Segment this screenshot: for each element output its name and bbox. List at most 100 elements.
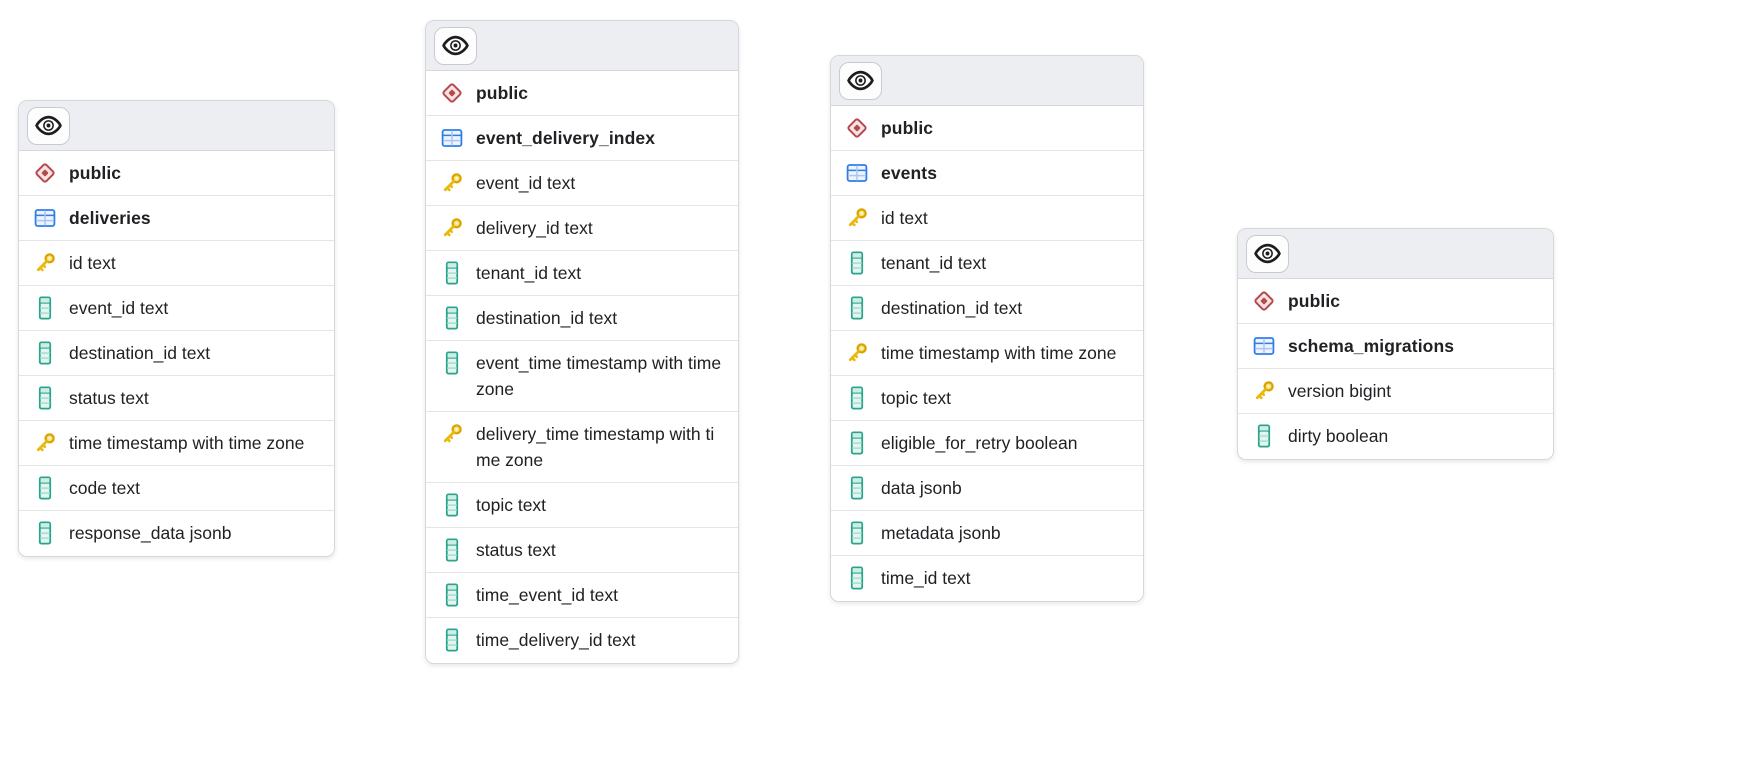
column-label: version bigint <box>1288 381 1392 401</box>
key-icon <box>440 215 464 241</box>
visibility-toggle-button[interactable] <box>1246 234 1289 273</box>
schema-icon <box>845 115 869 141</box>
column-icon <box>38 521 52 545</box>
column-label: destination_id text <box>881 298 1023 318</box>
column-row[interactable]: delivery_time timestamp with time zone <box>426 412 738 483</box>
column-icon <box>845 250 869 276</box>
table-icon <box>440 125 464 151</box>
table-name-row[interactable]: events <box>831 151 1143 196</box>
column-list: version bigint dirty boolean <box>1238 369 1553 459</box>
column-row[interactable]: status text <box>19 376 334 421</box>
table-icon <box>845 160 869 186</box>
table-card-event_delivery_index[interactable]: public event_delivery_index <box>425 20 739 664</box>
column-icon <box>33 520 57 546</box>
key-icon <box>36 253 55 272</box>
column-icon <box>445 628 459 652</box>
table-card-deliveries[interactable]: public deliveries id text <box>18 100 335 557</box>
column-row[interactable]: time timestamp with time zone <box>831 331 1143 376</box>
column-icon <box>445 493 459 517</box>
column-icon <box>850 251 864 275</box>
column-row[interactable]: event_id text <box>426 161 738 206</box>
table-card-header <box>1238 229 1553 279</box>
column-row[interactable]: destination_id text <box>426 296 738 341</box>
column-row[interactable]: event_time timestamp with time zone <box>426 341 738 412</box>
column-row[interactable]: status text <box>426 528 738 573</box>
key-icon <box>443 218 462 237</box>
column-row[interactable]: destination_id text <box>831 286 1143 331</box>
column-list: id text tenant_id text destination_id te… <box>831 196 1143 601</box>
schema-icon <box>1252 288 1276 314</box>
table-name-row[interactable]: schema_migrations <box>1238 324 1553 369</box>
column-row[interactable]: id text <box>19 241 334 286</box>
table-name: schema_migrations <box>1288 336 1455 356</box>
table-card-schema_migrations[interactable]: public schema_migrations v <box>1237 228 1554 460</box>
column-row[interactable]: eligible_for_retry boolean <box>831 421 1143 466</box>
key-icon <box>845 340 869 366</box>
column-label: metadata jsonb <box>881 523 1001 543</box>
column-row[interactable]: time_delivery_id text <box>426 618 738 663</box>
key-icon <box>443 173 462 192</box>
column-icon <box>845 565 869 591</box>
table-card-events[interactable]: public events id text <box>830 55 1144 602</box>
schema-icon <box>440 80 464 106</box>
key-icon <box>848 343 867 362</box>
table-name-row[interactable]: deliveries <box>19 196 334 241</box>
column-icon <box>845 385 869 411</box>
visibility-toggle-button[interactable] <box>27 106 70 145</box>
column-icon <box>845 430 869 456</box>
schema-row[interactable]: public <box>831 106 1143 151</box>
column-icon <box>440 537 464 563</box>
column-label: destination_id text <box>69 343 211 363</box>
column-icon <box>38 386 52 410</box>
column-row[interactable]: id text <box>831 196 1143 241</box>
column-row[interactable]: response_data jsonb <box>19 511 334 556</box>
column-label: tenant_id text <box>881 253 987 273</box>
column-row[interactable]: time timestamp with time zone <box>19 421 334 466</box>
column-row[interactable]: data jsonb <box>831 466 1143 511</box>
column-row[interactable]: delivery_id text <box>426 206 738 251</box>
column-icon <box>33 385 57 411</box>
column-label: topic text <box>476 495 547 515</box>
schema-row[interactable]: public <box>1238 279 1553 324</box>
column-label: tenant_id text <box>476 263 582 283</box>
column-icon <box>38 476 52 500</box>
table-name: event_delivery_index <box>476 128 656 148</box>
column-row[interactable]: dirty boolean <box>1238 414 1553 459</box>
visibility-toggle-button[interactable] <box>434 26 477 65</box>
column-row[interactable]: destination_id text <box>19 331 334 376</box>
column-row[interactable]: tenant_id text <box>831 241 1143 286</box>
column-icon <box>445 583 459 607</box>
column-label: eligible_for_retry boolean <box>881 433 1078 453</box>
column-icon <box>440 260 464 286</box>
column-row[interactable]: topic text <box>426 483 738 528</box>
column-row[interactable]: metadata jsonb <box>831 511 1143 556</box>
key-icon <box>845 205 869 231</box>
eye-icon <box>847 70 874 91</box>
column-icon <box>33 340 57 366</box>
schema-row[interactable]: public <box>19 151 334 196</box>
column-icon <box>445 261 459 285</box>
column-row[interactable]: time_id text <box>831 556 1143 601</box>
column-row[interactable]: code text <box>19 466 334 511</box>
column-row[interactable]: topic text <box>831 376 1143 421</box>
column-row[interactable]: time_event_id text <box>426 573 738 618</box>
table-card-header <box>426 21 738 71</box>
column-icon <box>1252 423 1276 449</box>
key-icon <box>443 424 462 443</box>
column-label: topic text <box>881 388 952 408</box>
column-icon <box>850 566 864 590</box>
key-icon <box>848 208 867 227</box>
table-name-row[interactable]: event_delivery_index <box>426 116 738 161</box>
key-icon <box>440 170 464 196</box>
column-row[interactable]: event_id text <box>19 286 334 331</box>
visibility-toggle-button[interactable] <box>839 61 882 100</box>
schema-row[interactable]: public <box>426 71 738 116</box>
column-icon <box>850 386 864 410</box>
column-row[interactable]: tenant_id text <box>426 251 738 296</box>
column-row[interactable]: version bigint <box>1238 369 1553 414</box>
column-icon <box>850 296 864 320</box>
column-icon <box>850 431 864 455</box>
column-icon <box>445 306 459 330</box>
column-icon <box>1257 424 1271 448</box>
schema-name: public <box>881 118 934 138</box>
